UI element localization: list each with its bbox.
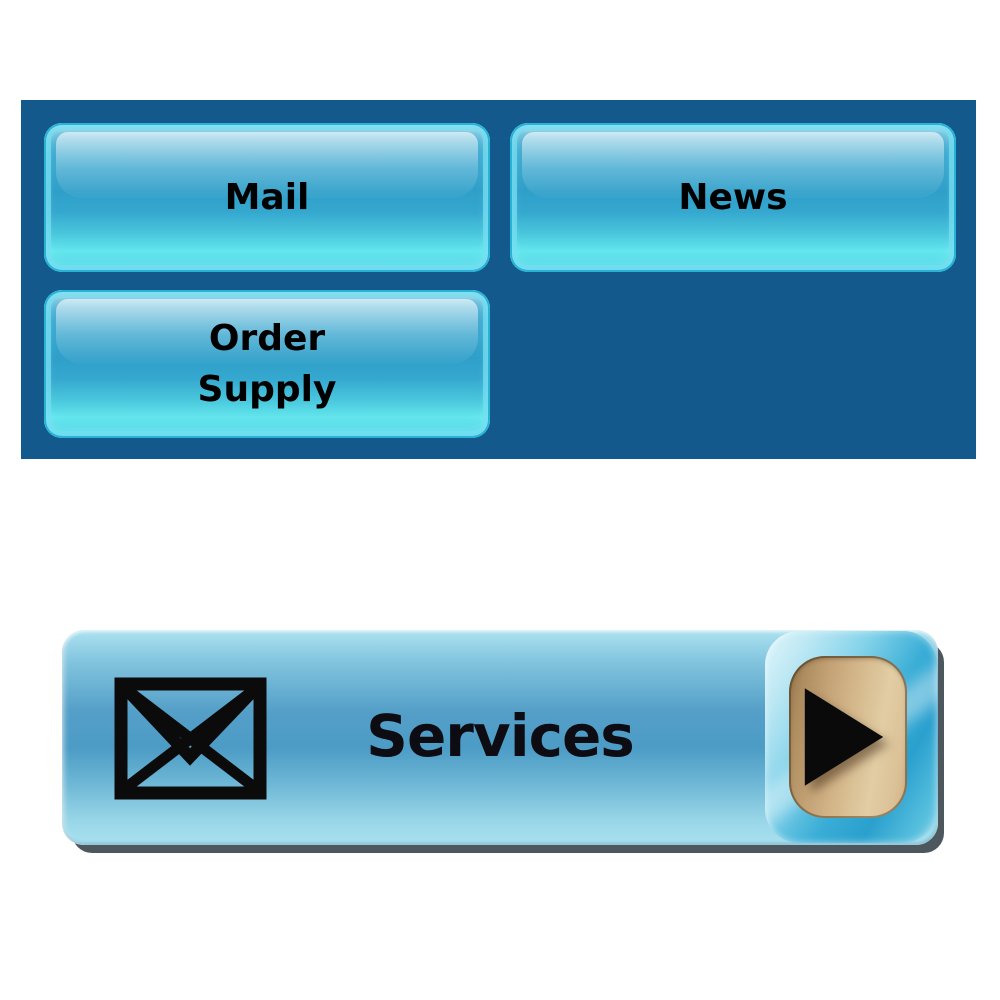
play-button[interactable] xyxy=(765,631,937,843)
play-arrow-icon xyxy=(804,688,884,786)
nav-panel: Mail News Order Supply xyxy=(21,100,976,459)
envelope-icon xyxy=(114,677,267,800)
news-button-label: News xyxy=(678,176,788,218)
mail-button[interactable]: Mail xyxy=(44,123,490,272)
mail-button-label: Mail xyxy=(224,176,310,218)
services-label: Services xyxy=(366,701,635,770)
order-supply-button-label: Order Supply xyxy=(197,317,337,410)
news-button[interactable]: News xyxy=(510,123,956,272)
services-button[interactable]: Services xyxy=(62,630,938,845)
order-supply-button[interactable]: Order Supply xyxy=(44,290,490,438)
play-button-pad xyxy=(789,656,907,818)
